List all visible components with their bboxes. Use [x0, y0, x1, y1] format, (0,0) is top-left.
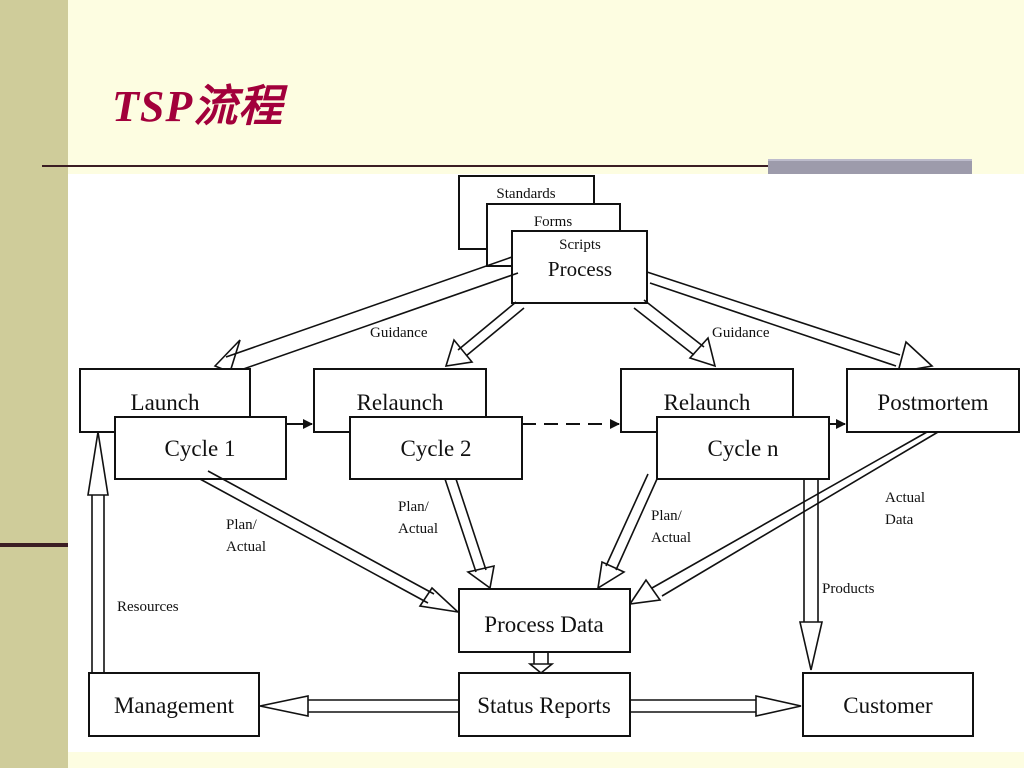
doc-stack: Standards Forms Scripts Process: [458, 175, 648, 304]
cycle1-label: Cycle 1: [165, 436, 236, 461]
arrow-process-to-postmortem: [646, 271, 934, 374]
forms-label: Forms: [534, 214, 573, 230]
title-accent-bar: [768, 159, 972, 175]
plan3-label-b: Actual: [651, 530, 691, 546]
process-data-node: Process Data: [458, 588, 631, 653]
actual-data-label-a: Actual: [885, 490, 925, 506]
plan2-label-a: Plan/: [398, 499, 430, 515]
launch-label: Launch: [131, 390, 200, 415]
management-box: [88, 672, 260, 737]
bottom-row: Management Status Reports Customer: [88, 672, 974, 737]
postmortem-label: Postmortem: [877, 390, 988, 415]
report-arrows: [259, 695, 802, 717]
arrow-cycle2-to-processdata: [444, 478, 496, 590]
arrow-postmortem-to-processdata: [628, 431, 939, 606]
plan2-label-b: Actual: [398, 521, 438, 537]
plan1-label-a: Plan/: [226, 517, 258, 533]
scripts-label: Scripts: [559, 237, 601, 253]
status-reports-label: Status Reports: [477, 693, 611, 718]
plan1-label-b: Actual: [226, 539, 266, 555]
slide-title: TSP流程: [112, 82, 284, 131]
products-label: Products: [822, 581, 875, 597]
customer-box: [802, 672, 974, 737]
arrow-processdata-to-statusreports: [527, 652, 555, 675]
arrow-process-to-relaunch2: [633, 299, 717, 368]
process-data-box: [458, 588, 631, 653]
arrow-management-to-launch: [87, 431, 109, 673]
cycle1-box: [114, 416, 287, 480]
cycle2-box: [349, 416, 523, 480]
process-doc: [511, 230, 648, 304]
process-data-label: Process Data: [484, 612, 603, 637]
management-label: Management: [114, 693, 235, 718]
arrow-cyclen-to-customer: [798, 479, 824, 671]
plan3-label-a: Plan/: [651, 508, 683, 524]
resources-label: Resources: [117, 599, 179, 615]
title-underline: [42, 165, 972, 167]
cyclen-box: [656, 416, 830, 480]
actual-data-label-b: Data: [885, 512, 914, 528]
cyclen-label: Cycle n: [708, 436, 779, 461]
cycle-row: Cycle 1 Cycle 2 Cycle n: [114, 416, 830, 480]
guidance-left-label: Guidance: [370, 325, 428, 341]
arrow-status-to-management: [259, 695, 459, 717]
guidance-right-label: Guidance: [712, 325, 770, 341]
process-label: Process: [548, 257, 612, 281]
arrow-status-to-customer: [630, 695, 802, 717]
standards-label: Standards: [496, 186, 555, 202]
postmortem-box: [846, 368, 1020, 433]
arrow-process-to-launch: [213, 256, 519, 374]
arrow-cyclen-to-processdata: [596, 473, 658, 590]
cycle2-label: Cycle 2: [401, 436, 472, 461]
relaunch-label-1: Relaunch: [357, 390, 444, 415]
relaunch-label-2: Relaunch: [664, 390, 751, 415]
arrow-cycle1-to-processdata: [199, 470, 461, 614]
edge-labels: Guidance Guidance Plan/ Actual Plan/ Act…: [117, 325, 925, 615]
left-decor-rule: [0, 543, 68, 547]
customer-label: Customer: [843, 693, 933, 718]
status-reports-box: [458, 672, 631, 737]
left-decor-band: [0, 0, 68, 768]
data-arrows: [199, 431, 939, 671]
arrow-process-to-relaunch1: [444, 301, 525, 367]
